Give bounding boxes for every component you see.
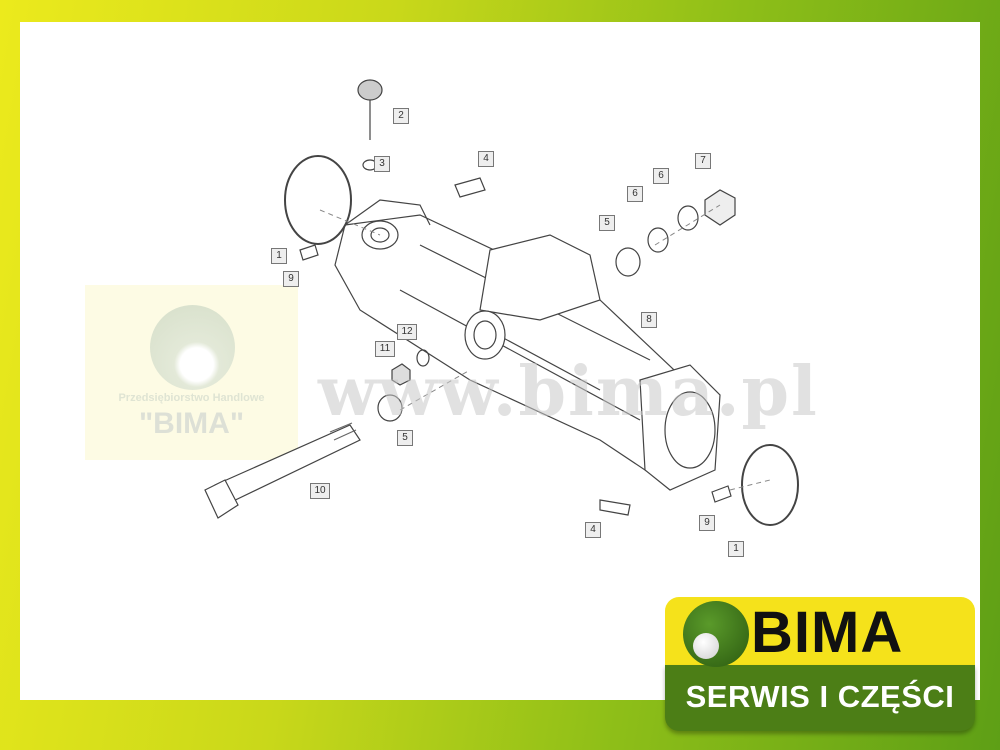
washer-part bbox=[677, 205, 699, 231]
watermark-company-name: "BIMA" bbox=[138, 407, 245, 440]
callout-7: 7 bbox=[695, 153, 711, 169]
bushing-part bbox=[615, 247, 641, 277]
breather-part bbox=[357, 79, 383, 140]
logo-ball-icon bbox=[683, 601, 749, 667]
watermark-company-line: Przedsiębiorstwo Handlowe bbox=[118, 392, 265, 404]
callout-5: 5 bbox=[397, 430, 413, 446]
pin-part bbox=[711, 485, 732, 503]
pin-part bbox=[299, 244, 319, 261]
callout-4: 4 bbox=[585, 522, 601, 538]
logo-tagline: SERWIS I CZĘŚCI bbox=[685, 679, 955, 714]
bima-logo: BIMA SERWIS I CZĘŚCI bbox=[665, 597, 975, 735]
callout-1: 1 bbox=[728, 541, 744, 557]
callout-11: 11 bbox=[375, 341, 395, 357]
logo-name: BIMA bbox=[751, 600, 904, 665]
callout-4: 4 bbox=[478, 151, 494, 167]
callout-6: 6 bbox=[653, 168, 669, 184]
bushing-part bbox=[377, 394, 403, 422]
callout-8: 8 bbox=[641, 312, 657, 328]
callout-5: 5 bbox=[599, 215, 615, 231]
washer-part bbox=[647, 227, 669, 253]
o-ring-bottom bbox=[741, 444, 799, 526]
callout-9: 9 bbox=[699, 515, 715, 531]
logo-bottom-band bbox=[665, 665, 975, 731]
nut-part bbox=[391, 363, 411, 386]
callout-2: 2 bbox=[393, 108, 409, 124]
callout-9: 9 bbox=[283, 271, 299, 287]
logo-ball-highlight-icon bbox=[693, 633, 719, 659]
callout-6: 6 bbox=[627, 186, 643, 202]
callout-12: 12 bbox=[397, 324, 417, 340]
axle-housing bbox=[334, 199, 721, 491]
bolt-part bbox=[204, 422, 361, 519]
watermark-company-box: Przedsiębiorstwo Handlowe "BIMA" bbox=[85, 285, 298, 460]
o-ring-top bbox=[284, 155, 352, 245]
screw-part bbox=[599, 499, 631, 516]
watermark-logo-icon bbox=[150, 305, 235, 390]
watermark-url: www.bima.pl bbox=[318, 352, 819, 432]
screw-part bbox=[454, 177, 486, 198]
nut-part bbox=[704, 189, 736, 226]
callout-1: 1 bbox=[271, 248, 287, 264]
callout-10: 10 bbox=[310, 483, 330, 499]
washer-part bbox=[416, 349, 430, 367]
callout-3: 3 bbox=[374, 156, 390, 172]
